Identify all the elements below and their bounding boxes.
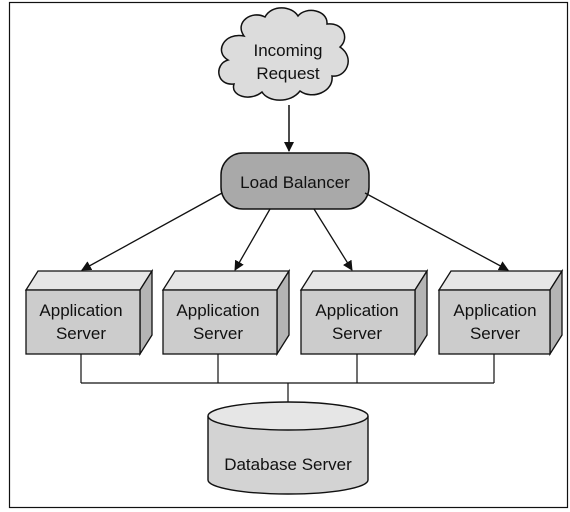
server-3-front	[300, 289, 416, 355]
server-1-label-line1: Application	[39, 301, 122, 320]
server-2-label-line2: Server	[193, 324, 243, 343]
application-server-3: Application Server	[299, 268, 429, 357]
cloud-label-line2: Request	[256, 64, 320, 83]
server-2-label-line1: Application	[176, 301, 259, 320]
server-connection-bus	[80, 354, 495, 403]
load-balancer-shape	[220, 152, 370, 210]
arrow-balancer-to-server-2	[234, 208, 271, 271]
server-4-top	[437, 270, 564, 291]
incoming-request-cloud: Incoming Request	[218, 7, 349, 101]
application-server-1: Application Server	[24, 268, 154, 357]
server-1-top	[24, 270, 154, 291]
cloud-label-line1: Incoming	[254, 41, 323, 60]
database-server: Database Server	[207, 401, 369, 495]
arrow-balancer-to-server-4	[364, 192, 509, 271]
server-2-top	[161, 270, 291, 291]
server-1-label-line2: Server	[56, 324, 106, 343]
application-server-2: Application Server	[161, 268, 291, 357]
arrow-balancer-to-server-1	[81, 192, 223, 271]
database-body	[207, 416, 369, 495]
server-1-front	[25, 289, 141, 355]
server-3-top	[299, 270, 429, 291]
database-top	[207, 401, 369, 431]
server-4-label-line2: Server	[470, 324, 520, 343]
cloud-shape	[218, 7, 349, 101]
load-balancer-label: Load Balancer	[240, 173, 350, 192]
server-4-label-line1: Application	[453, 301, 536, 320]
server-2-front	[162, 289, 278, 355]
server-3-label-line1: Application	[315, 301, 398, 320]
load-balancer-node: Load Balancer	[220, 152, 370, 210]
arrow-balancer-to-server-3	[313, 208, 353, 271]
server-3-label-line2: Server	[332, 324, 382, 343]
server-4-front	[438, 289, 551, 355]
application-server-4: Application Server	[437, 268, 564, 357]
database-label: Database Server	[224, 455, 352, 474]
